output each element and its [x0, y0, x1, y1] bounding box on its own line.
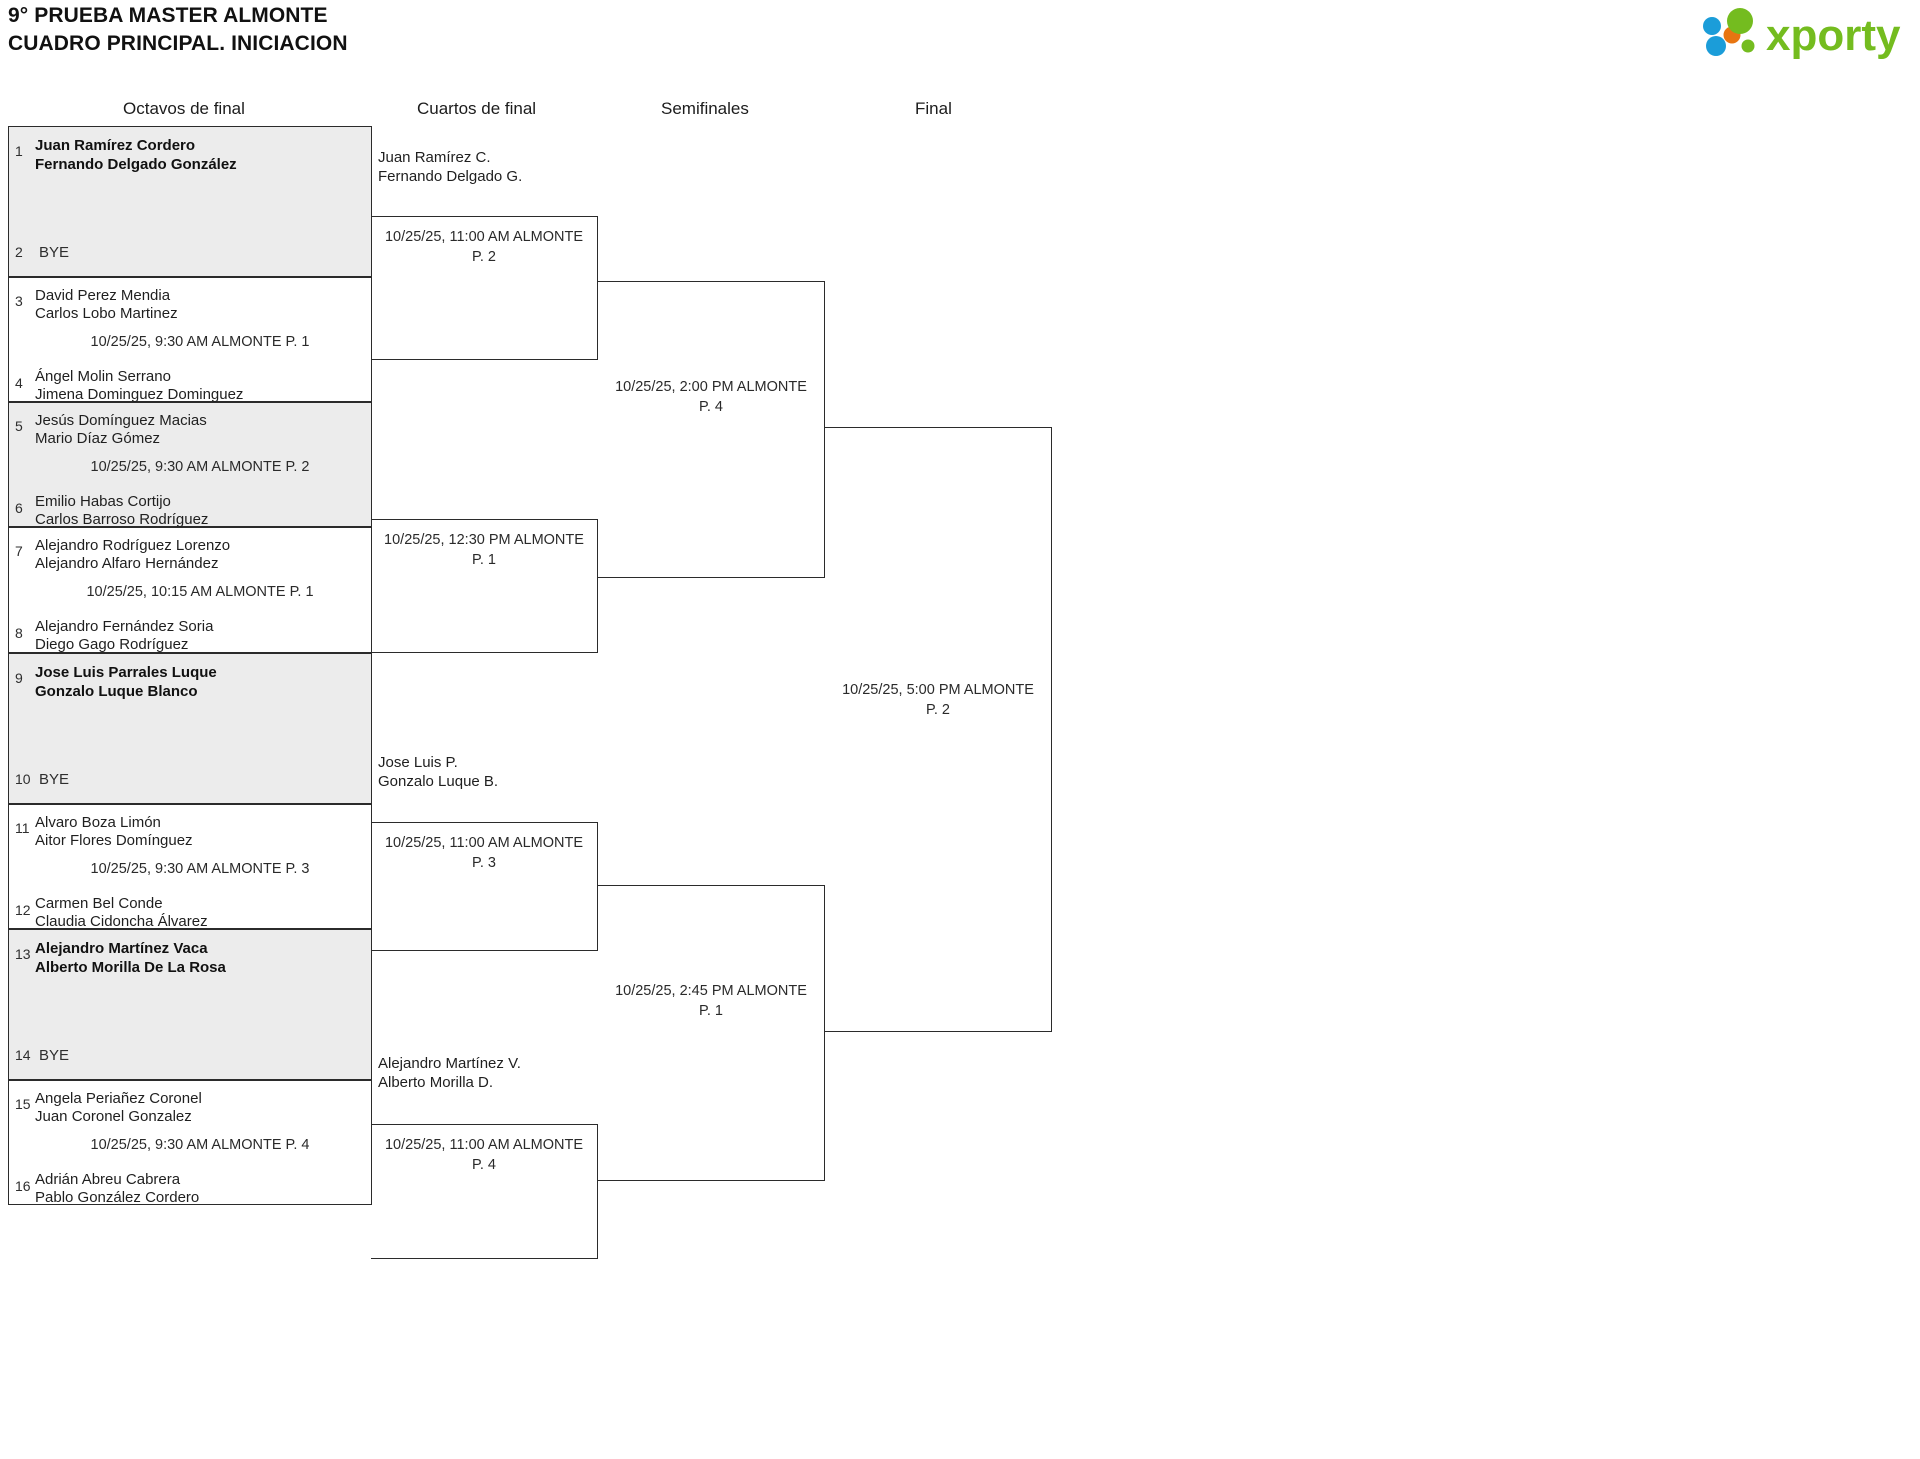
qf-box-1[interactable]: 10/25/25, 11:00 AM ALMONTE P. 2 — [371, 216, 598, 360]
final-match-info-line2: P. 2 — [926, 702, 950, 718]
r1-pair-6[interactable]: 11 Alvaro Boza Limón Aitor Flores Domíng… — [8, 804, 372, 930]
sf-box-1[interactable]: 10/25/25, 2:00 PM ALMONTE P. 4 — [598, 281, 825, 578]
qf-advanced-4b: Alberto Morilla D. — [378, 1074, 494, 1091]
r1-player-15a: Angela Periañez Coronel — [35, 1090, 202, 1107]
title-line-1: 9° PRUEBA MASTER ALMONTE — [8, 4, 328, 27]
qf-match-info-1-line2: P. 2 — [472, 249, 496, 265]
r1-player-8a: Alejandro Fernández Soria — [35, 618, 214, 635]
sf-match-info-1-line2: P. 4 — [699, 399, 723, 415]
qf-match-info-1-line1: 10/25/25, 11:00 AM ALMONTE — [384, 229, 583, 245]
r1-player-13b: Alberto Morilla De La Rosa — [35, 959, 226, 976]
seed-number: 4 — [15, 375, 23, 391]
sf-box-2[interactable]: 10/25/25, 2:45 PM ALMONTE P. 1 — [598, 885, 825, 1181]
r1-pair-4[interactable]: 7 Alejandro Rodríguez Lorenzo Alejandro … — [8, 527, 372, 653]
round-header-octavos: Octavos de final — [123, 99, 245, 118]
r1-player-16a: Adrián Abreu Cabrera — [35, 1171, 181, 1188]
seed-number: 6 — [15, 500, 23, 516]
qf-match-info-3-line1: 10/25/25, 11:00 AM ALMONTE — [384, 835, 583, 851]
r1-player-9b: Gonzalo Luque Blanco — [35, 683, 198, 700]
seed-number: 14 — [15, 1047, 31, 1063]
bye-label: BYE — [39, 771, 70, 788]
svg-text:xporty: xporty — [1766, 11, 1901, 60]
seed-number: 2 — [15, 244, 23, 260]
qf-box-3[interactable]: 10/25/25, 11:00 AM ALMONTE P. 3 — [371, 822, 598, 951]
sf-match-info-2-line1: 10/25/25, 2:45 PM ALMONTE — [615, 983, 807, 999]
round-header-semifinales: Semifinales — [661, 99, 749, 118]
r1-player-3a: David Perez Mendia — [35, 287, 171, 304]
r1-pair-3[interactable]: 5 Jesús Domínguez Macias Mario Díaz Góme… — [8, 402, 372, 528]
qf-match-info-2-line2: P. 1 — [472, 552, 496, 568]
qf-advanced-4a: Alejandro Martínez V. — [378, 1055, 521, 1072]
qf-advanced-1b: Fernando Delgado G. — [378, 168, 523, 185]
seed-number: 11 — [15, 820, 30, 836]
r1-player-4b: Jimena Dominguez Dominguez — [35, 386, 244, 403]
r1-player-5b: Mario Díaz Gómez — [35, 430, 161, 447]
seed-number: 15 — [15, 1096, 31, 1112]
r1-player-13a: Alejandro Martínez Vaca — [35, 940, 208, 957]
r1-player-6b: Carlos Barroso Rodríguez — [35, 511, 209, 528]
qf-match-info-2-line1: 10/25/25, 12:30 PM ALMONTE — [384, 532, 584, 548]
xporty-logo: xporty — [1690, 6, 1902, 62]
r1-player-16b: Pablo González Cordero — [35, 1189, 200, 1206]
bye-label: BYE — [39, 244, 70, 261]
r1-player-11b: Aitor Flores Domínguez — [35, 832, 193, 849]
r1-player-4a: Ángel Molin Serrano — [35, 368, 171, 385]
r1-player-12b: Claudia Cidoncha Álvarez — [35, 913, 208, 930]
r1-player-15b: Juan Coronel Gonzalez — [35, 1108, 192, 1125]
r1-match-info-3: 10/25/25, 10:15 AM ALMONTE P. 1 — [86, 584, 314, 600]
r1-pair-7[interactable]: 13 Alejandro Martínez Vaca Alberto Moril… — [8, 929, 372, 1080]
r1-player-1a: Juan Ramírez Cordero — [35, 137, 196, 154]
seed-number: 10 — [15, 771, 31, 787]
qf-box-4[interactable]: 10/25/25, 11:00 AM ALMONTE P. 4 — [371, 1124, 598, 1259]
r1-player-9a: Jose Luis Parrales Luque — [35, 664, 217, 681]
title-line-2: CUADRO PRINCIPAL. INICIACION — [8, 31, 348, 55]
r1-pair-5[interactable]: 9 Jose Luis Parrales Luque Gonzalo Luque… — [8, 653, 372, 804]
seed-number: 7 — [15, 543, 23, 559]
qf-match-info-4-line2: P. 4 — [472, 1157, 496, 1173]
round-header-final: Final — [915, 99, 952, 118]
qf-match-info-4-line1: 10/25/25, 11:00 AM ALMONTE — [384, 1137, 583, 1153]
seed-number: 13 — [15, 946, 31, 962]
final-box[interactable]: 10/25/25, 5:00 PM ALMONTE P. 2 — [825, 427, 1052, 1032]
round-header-cuartos: Cuartos de final — [417, 99, 537, 118]
r1-player-12a: Carmen Bel Conde — [35, 895, 163, 912]
r1-match-info-2: 10/25/25, 9:30 AM ALMONTE P. 2 — [90, 459, 310, 475]
r1-match-info-4: 10/25/25, 9:30 AM ALMONTE P. 3 — [90, 861, 310, 877]
r1-player-3b: Carlos Lobo Martinez — [35, 305, 178, 322]
r1-player-7b: Alejandro Alfaro Hernández — [35, 555, 219, 572]
qf-advanced-1a: Juan Ramírez C. — [378, 149, 491, 166]
r1-player-7a: Alejandro Rodríguez Lorenzo — [35, 537, 231, 554]
r1-player-6a: Emilio Habas Cortijo — [35, 493, 171, 510]
seed-number: 3 — [15, 293, 23, 309]
seed-number: 8 — [15, 625, 23, 641]
r1-player-1b: Fernando Delgado González — [35, 156, 237, 173]
qf-advanced-3a: Jose Luis P. — [378, 754, 458, 771]
r1-pair-8[interactable]: 15 Angela Periañez Coronel Juan Coronel … — [8, 1080, 372, 1206]
r1-player-5a: Jesús Domínguez Macias — [35, 412, 207, 429]
r1-pair-2[interactable]: 3 David Perez Mendia Carlos Lobo Martine… — [8, 277, 372, 403]
qf-match-info-3-line2: P. 3 — [472, 855, 496, 871]
seed-number: 12 — [15, 902, 31, 918]
seed-number: 16 — [15, 1178, 31, 1194]
qf-box-2[interactable]: 10/25/25, 12:30 PM ALMONTE P. 1 — [371, 519, 598, 653]
r1-player-8b: Diego Gago Rodríguez — [35, 636, 189, 653]
r1-pair-1[interactable]: 1 Juan Ramírez Cordero Fernando Delgado … — [8, 126, 372, 277]
r1-match-info-5: 10/25/25, 9:30 AM ALMONTE P. 4 — [90, 1137, 310, 1153]
seed-number: 5 — [15, 418, 23, 434]
qf-advanced-3b: Gonzalo Luque B. — [378, 773, 499, 790]
seed-number: 9 — [15, 670, 23, 686]
final-match-info-line1: 10/25/25, 5:00 PM ALMONTE — [842, 682, 1034, 698]
sf-match-info-1-line1: 10/25/25, 2:00 PM ALMONTE — [615, 379, 807, 395]
r1-player-11a: Alvaro Boza Limón — [35, 814, 161, 831]
page-title: 9° PRUEBA MASTER ALMONTE CUADRO PRINCIPA… — [8, 2, 348, 57]
bye-label: BYE — [39, 1047, 70, 1064]
r1-match-info-1: 10/25/25, 9:30 AM ALMONTE P. 1 — [90, 334, 310, 350]
sf-match-info-2-line2: P. 1 — [699, 1003, 723, 1019]
seed-number: 1 — [15, 143, 23, 159]
